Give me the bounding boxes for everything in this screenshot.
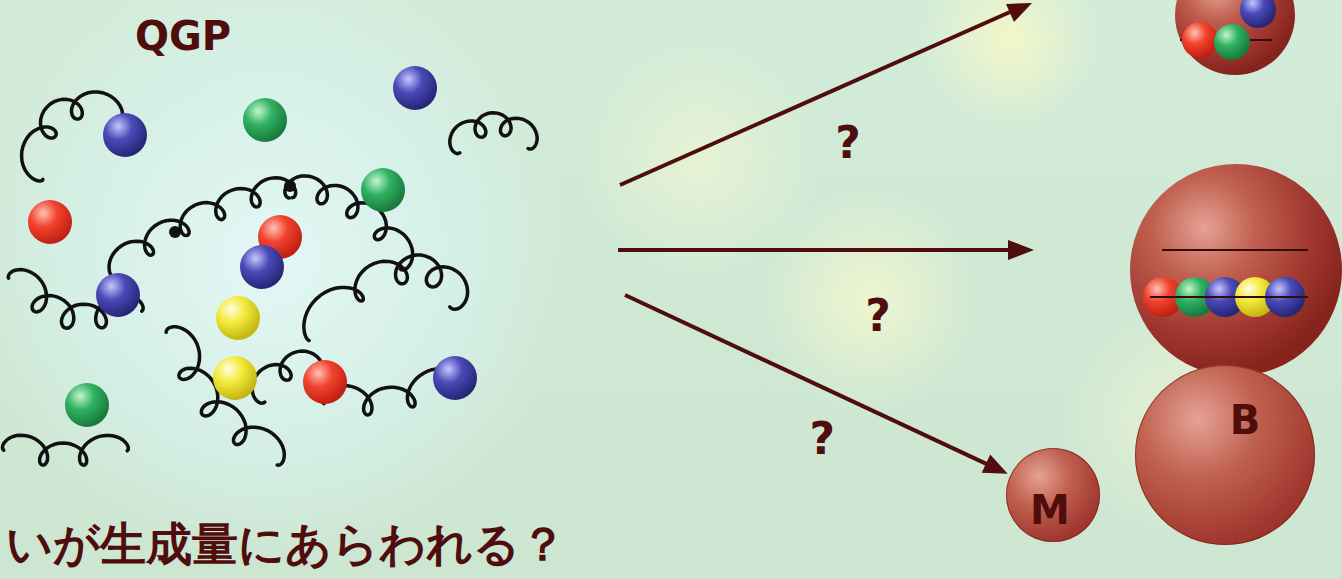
gluon-springs [3,92,538,465]
quark [361,168,405,212]
quark [1182,22,1218,58]
question-mark: ? [810,413,836,464]
hadron-sphere [1175,0,1295,75]
quark [393,66,437,110]
baryon-sphere: B [1135,365,1315,545]
arrows [618,3,1034,260]
label-box: いが生成量にあらわれる？ [6,514,566,576]
baryon-figure [1175,0,1295,75]
quark [243,98,287,142]
arrow-line [618,248,1010,252]
quark [240,245,284,289]
arrow-head [1006,3,1032,22]
quark [1240,0,1276,28]
quark [1214,24,1250,60]
quark [303,360,347,404]
vertex-dot [284,180,296,192]
gluon [304,255,468,340]
gluon [450,113,537,154]
vertex-dot [169,226,181,238]
pentaquark-figure [1130,164,1342,376]
caption-text: いが生成量にあらわれる？ [6,514,566,576]
hadron-sphere [1130,164,1342,376]
quark [96,273,140,317]
arrow-line [620,12,1010,185]
qgp-region: QGP [0,0,625,470]
quark [433,356,477,400]
gluon [3,435,129,465]
label-box: ? [835,117,861,168]
level-line [1150,296,1308,298]
arrow-line [625,295,990,465]
quark [65,383,109,427]
gluon [8,270,143,329]
node-label: B [1230,397,1261,443]
gluon [166,327,284,466]
arrow-head [982,455,1008,474]
quark [213,356,257,400]
node-label: QGP [135,13,231,59]
arrow-head [1008,240,1034,260]
quark [216,296,260,340]
question-mark: ? [865,290,891,341]
connector-arrow [625,295,1008,474]
meson-sphere: M [1006,448,1100,542]
node-label: M [1030,487,1070,533]
quark [28,200,72,244]
level-line [1162,249,1308,251]
question-mark: ? [835,117,861,168]
quark [103,113,147,157]
quarks [28,66,477,427]
label-box: ? [865,290,891,341]
label-box: ? [810,413,836,464]
